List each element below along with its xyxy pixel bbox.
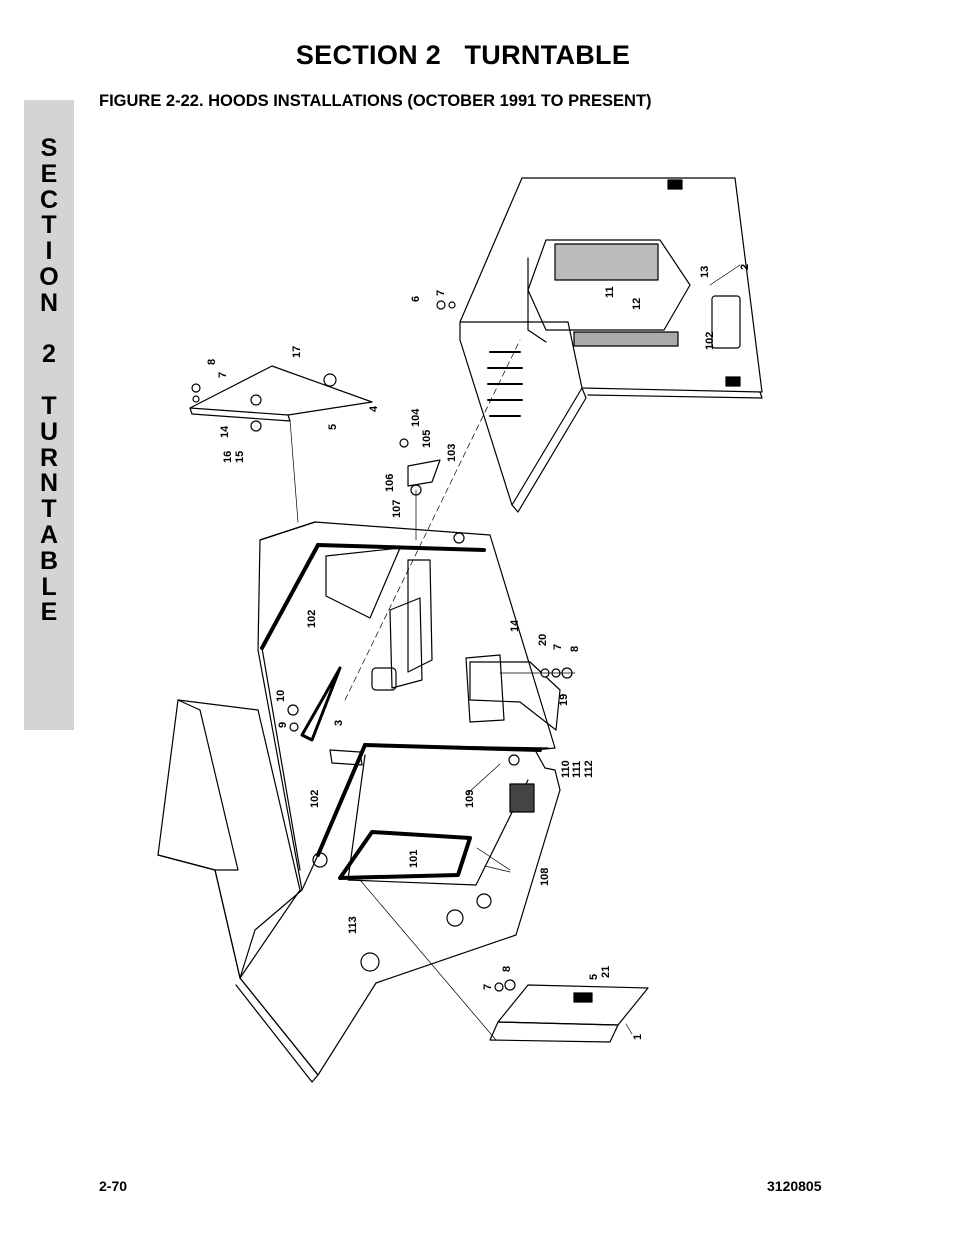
- callout-label: 20: [537, 634, 549, 646]
- section-side-tab: S E C T I O N 2 T U R N T A B L E: [24, 100, 74, 730]
- callout-label: 105: [421, 430, 433, 448]
- side-tab-letter: R: [39, 443, 59, 472]
- callout-labels: 1 2 3 4 5 5 6 7 7 7 7 8 8 8 9 10 11 12 1…: [206, 264, 751, 1040]
- callout-label: 9: [277, 722, 289, 728]
- side-tab-letter: N: [39, 469, 59, 498]
- callout-label: 4: [368, 405, 380, 412]
- vent-grille: [573, 331, 679, 347]
- callout-label: 14: [509, 619, 521, 632]
- callout-label: 11: [604, 286, 616, 298]
- callout-label: 104: [410, 408, 422, 427]
- assembly-lines: [289, 264, 741, 1041]
- hood-panel-2: [459, 177, 763, 513]
- callout-label: 8: [501, 966, 513, 972]
- figure-title: FIGURE 2-22. HOODS INSTALLATIONS (OCTOBE…: [99, 92, 652, 110]
- side-tab-letter: E: [40, 159, 58, 188]
- callout-label: 112: [583, 760, 595, 778]
- callout-label: 19: [558, 694, 570, 706]
- callout-label: 7: [217, 372, 229, 378]
- side-tab-letter: O: [39, 262, 59, 291]
- callout-label: 106: [384, 474, 396, 492]
- counterweight-block: [157, 699, 319, 1083]
- page-number: 2-70: [99, 1178, 128, 1194]
- side-tab-letter: N: [39, 288, 59, 317]
- latch-cutout: [573, 992, 593, 1003]
- side-tab-letter: B: [39, 546, 59, 575]
- side-tab-letter: A: [39, 520, 59, 549]
- callout-label: 6: [410, 296, 422, 302]
- callout-label: 103: [446, 444, 458, 462]
- callout-label: 111: [571, 761, 583, 778]
- callout-label: 7: [435, 290, 447, 296]
- callout-label: 1: [632, 1034, 644, 1040]
- latch-cutout: [667, 179, 683, 190]
- callout-label: 101: [408, 850, 420, 868]
- side-tab-letter: I: [45, 237, 53, 266]
- side-tab-letter: T: [41, 391, 57, 420]
- callout-label: 3: [333, 720, 345, 726]
- callout-label: 10: [275, 690, 287, 702]
- filter-element: [554, 243, 659, 281]
- door-panel-1: [489, 984, 649, 1043]
- handle-slot: [711, 295, 741, 349]
- callout-label: 109: [464, 790, 476, 808]
- hinge-103: [407, 459, 441, 487]
- callout-label: 108: [539, 868, 551, 886]
- callout-label: 107: [391, 500, 403, 518]
- vent-grille: [509, 783, 535, 813]
- callout-label: 8: [206, 359, 218, 365]
- callout-label: 8: [569, 646, 581, 652]
- cover-plate-4: [189, 365, 373, 432]
- callout-label: 13: [699, 266, 711, 278]
- side-tab-letter: T: [41, 211, 57, 240]
- latch-cutout: [725, 376, 741, 387]
- turntable-frame: [239, 521, 561, 1076]
- callout-label: 14: [219, 425, 231, 438]
- callout-label: 5: [588, 974, 600, 980]
- side-tab-letter: L: [41, 572, 57, 601]
- callout-label: 110: [560, 760, 572, 778]
- section-title: SECTION 2 TURNTABLE: [295, 40, 631, 70]
- callout-label: 21: [600, 966, 612, 978]
- side-tab-letter: U: [39, 417, 59, 446]
- callout-label: 102: [704, 332, 716, 350]
- callout-label: 113: [347, 916, 359, 934]
- side-tab-letter: E: [40, 598, 58, 627]
- callout-label: 7: [482, 984, 494, 990]
- callout-label: 5: [327, 424, 339, 430]
- side-tab-letter: 2: [42, 340, 56, 369]
- bracket-plate-19: [469, 661, 561, 731]
- document-number: 3120805: [767, 1178, 822, 1194]
- side-tab-letter: T: [41, 495, 57, 524]
- callout-label: 102: [309, 790, 321, 808]
- callout-label: 15: [234, 451, 246, 463]
- hardware-items: [191, 300, 573, 992]
- callout-label: 12: [631, 298, 643, 310]
- side-tab-letter: C: [39, 185, 59, 214]
- callout-label: 17: [291, 346, 303, 358]
- callout-label: 7: [552, 644, 564, 650]
- side-tab-letters: S E C T I O N 2 T U R N T A B L E: [24, 134, 74, 627]
- side-tab-letter: S: [40, 134, 58, 162]
- callout-label: 2: [739, 264, 751, 270]
- callout-label: 102: [306, 610, 318, 628]
- callout-label: 16: [222, 451, 234, 463]
